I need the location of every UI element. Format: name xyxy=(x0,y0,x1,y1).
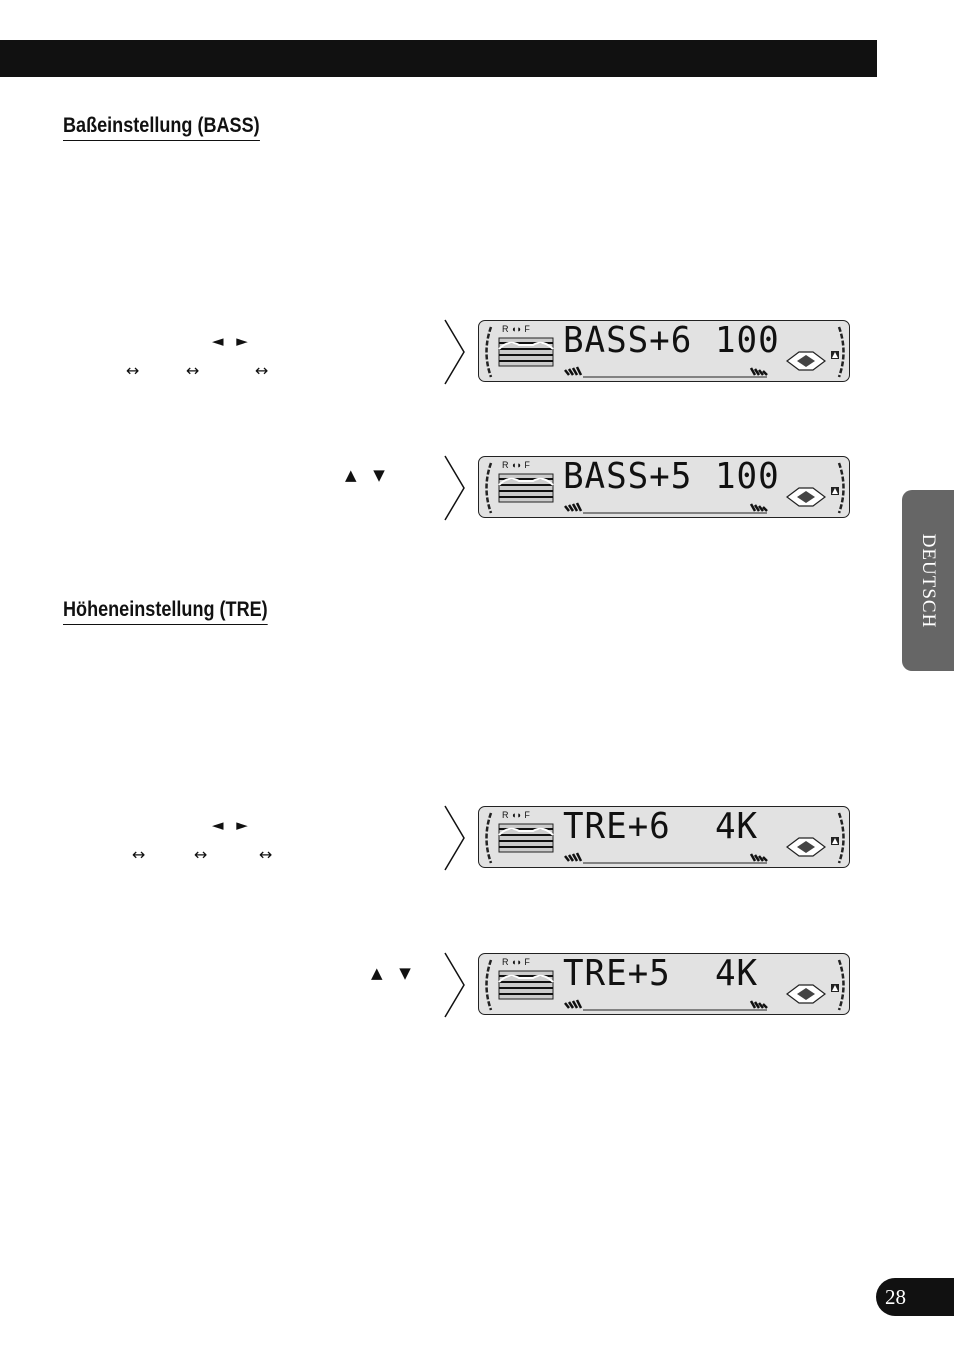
lcd-indicators-icon xyxy=(485,462,845,514)
up-down-arrows-symbol: ▲ ▼ xyxy=(371,964,417,982)
rf-balance-label: R ◖◗ F xyxy=(502,810,530,820)
rf-balance-label: R ◖◗ F xyxy=(502,460,530,470)
pointer-arrow-icon xyxy=(444,319,465,385)
lcd-main-text: BASS+5 xyxy=(563,456,693,497)
lcd-frequency-text: 100 xyxy=(715,320,780,361)
lcd-display: R ◖◗ F BASS+6 100 xyxy=(478,320,850,382)
cycle-arrow-symbol: ↔ xyxy=(186,361,200,380)
display-illustration: R ◖◗ F TRE+6 4K xyxy=(444,805,854,871)
lcd-indicators-icon xyxy=(485,812,845,864)
lcd-indicators-icon xyxy=(485,959,845,1011)
language-tab: DEUTSCH xyxy=(902,490,954,671)
pointer-arrow-icon xyxy=(444,952,465,1018)
lcd-display: R ◖◗ F TRE+6 4K xyxy=(478,806,850,868)
lcd-frequency-text: 4K xyxy=(715,806,759,847)
display-illustration: R ◖◗ F TRE+5 4K xyxy=(444,952,854,1018)
language-tab-label: DEUTSCH xyxy=(918,533,939,628)
cycle-arrow-symbol: ↔ xyxy=(259,845,273,864)
cycle-arrow-symbol: ↔ xyxy=(126,361,140,380)
lcd-indicators-icon xyxy=(485,326,845,378)
cycle-arrow-symbol: ↔ xyxy=(132,845,146,864)
lcd-frequency-text: 100 xyxy=(715,456,780,497)
cycle-arrow-symbol: ↔ xyxy=(255,361,269,380)
bass-section-heading: Baßeinstellung (BASS) xyxy=(63,114,260,142)
cycle-arrow-symbol: ↔ xyxy=(194,845,208,864)
lcd-main-text: BASS+6 xyxy=(563,320,693,361)
display-illustration: R ◖◗ F BASS+5 100 xyxy=(444,455,854,521)
left-right-arrows-symbol: ◄ ► xyxy=(212,816,252,834)
pointer-arrow-icon xyxy=(444,805,465,871)
lcd-display: R ◖◗ F BASS+5 100 xyxy=(478,456,850,518)
lcd-main-text: TRE+5 xyxy=(563,953,671,994)
treble-section-heading: Höheneinstellung (TRE) xyxy=(63,598,268,626)
display-illustration: R ◖◗ F BASS+6 100 xyxy=(444,319,854,385)
left-right-arrows-symbol: ◄ ► xyxy=(212,332,252,350)
lcd-main-text: TRE+6 xyxy=(563,806,671,847)
rf-balance-label: R ◖◗ F xyxy=(502,957,530,967)
up-down-arrows-symbol: ▲ ▼ xyxy=(345,466,391,484)
pointer-arrow-icon xyxy=(444,455,465,521)
rf-balance-label: R ◖◗ F xyxy=(502,324,530,334)
page-number: 28 xyxy=(876,1278,954,1316)
lcd-display: R ◖◗ F TRE+5 4K xyxy=(478,953,850,1015)
lcd-frequency-text: 4K xyxy=(715,953,759,994)
header-bar xyxy=(0,40,877,77)
